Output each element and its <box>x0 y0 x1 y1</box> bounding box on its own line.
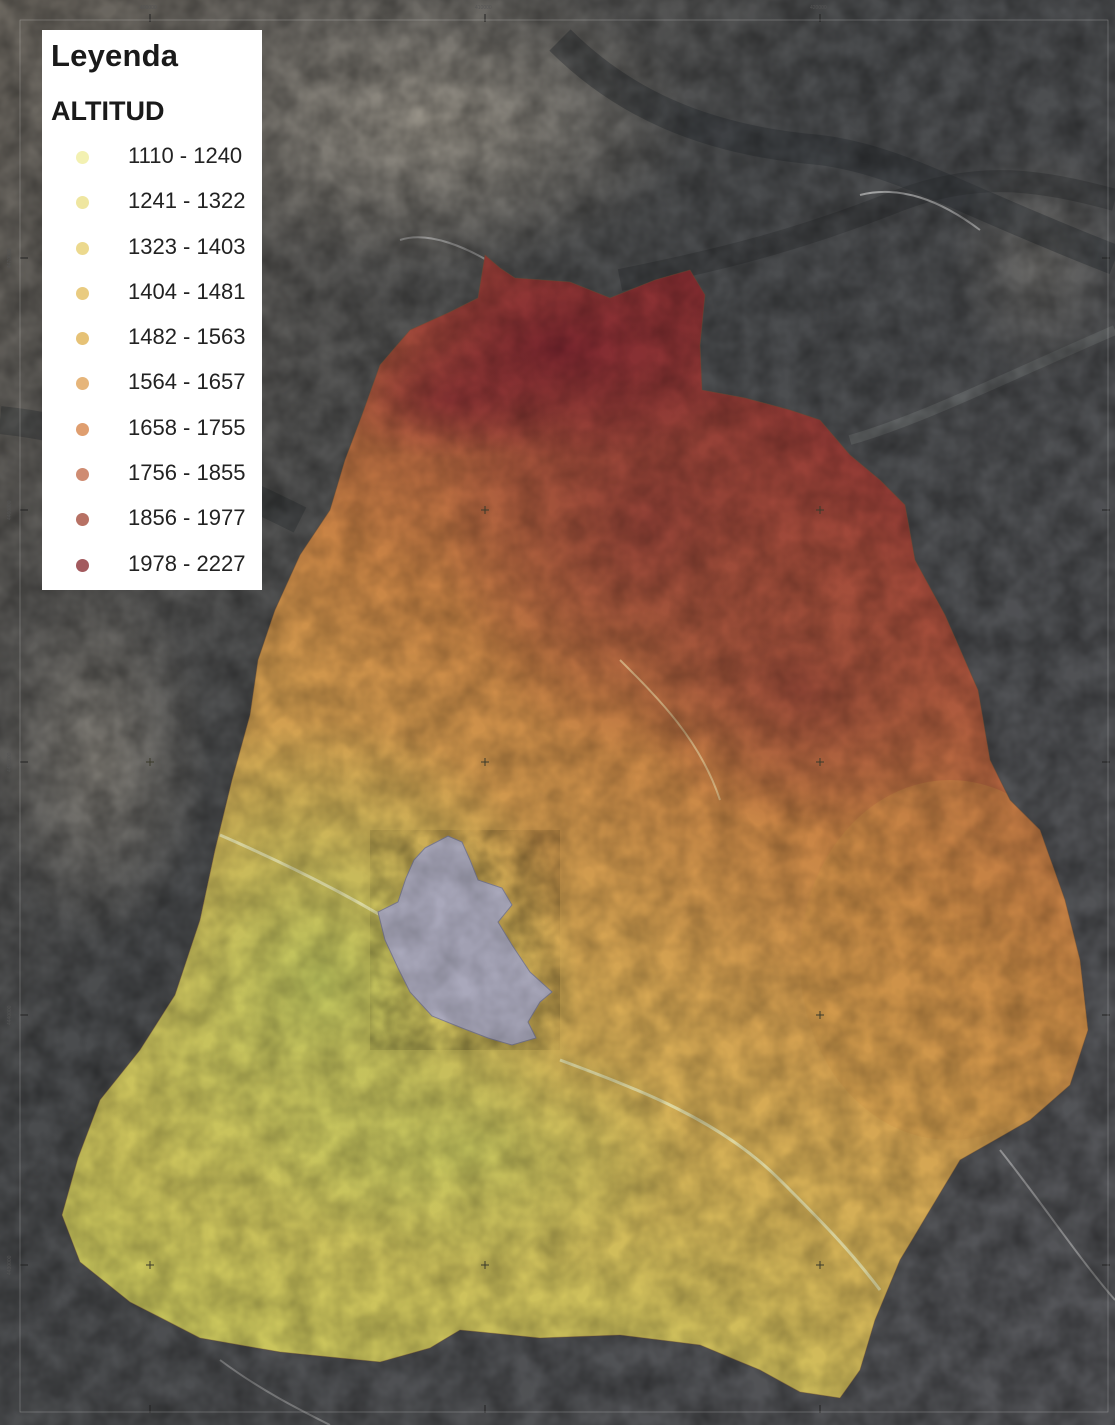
legend-item: 1323 - 1403 <box>42 229 262 274</box>
legend-range-label: 1856 - 1977 <box>128 505 246 531</box>
legend-range-label: 1564 - 1657 <box>128 369 246 395</box>
legend-swatch-icon <box>76 286 89 300</box>
town-texture <box>370 830 560 1050</box>
legend-item: 1564 - 1657 <box>42 364 262 409</box>
map-frame-ticks <box>20 14 1110 1413</box>
coord-top-2: 410000 <box>475 5 492 11</box>
legend-range-label: 1978 - 2227 <box>128 550 246 576</box>
legend-range-label: 1756 - 1855 <box>128 460 246 486</box>
coord-left-3: 4450000 <box>7 752 13 772</box>
legend-item: 1110 - 1240 <box>42 138 262 183</box>
legend-item: 1241 - 1322 <box>42 183 262 228</box>
legend-item: 1404 - 1481 <box>42 274 262 319</box>
legend-item: 1756 - 1855 <box>42 455 262 500</box>
coord-left-4: 4440000 <box>7 1005 13 1025</box>
grid-crosses <box>146 506 824 1269</box>
legend-range-label: 1658 - 1755 <box>128 414 246 440</box>
legend-item: 1978 - 2227 <box>42 546 262 591</box>
legend-item: 1856 - 1977 <box>42 500 262 545</box>
legend-swatch-icon <box>76 332 89 346</box>
legend-swatch-icon <box>76 151 89 164</box>
legend-swatch-icon <box>76 468 89 482</box>
legend-swatch-icon <box>76 558 89 572</box>
map-neatline <box>19 19 1109 1413</box>
legend-item: 1482 - 1563 <box>42 319 262 364</box>
legend-range-label: 1110 - 1240 <box>128 143 243 168</box>
legend-subtitle: ALTITUD <box>51 96 165 126</box>
legend-range-label: 1482 - 1563 <box>128 324 246 350</box>
coord-left-5: 4430000 <box>7 1255 13 1275</box>
coord-left-2: 4460000 <box>7 500 13 520</box>
legend-swatch-icon <box>76 241 89 255</box>
legend-swatch-icon <box>76 422 89 436</box>
legend-class-list: 1110 - 1240 1241 - 1322 1323 - 1403 1404 - … <box>42 138 262 591</box>
legend-range-label: 1323 - 1403 <box>128 233 246 259</box>
legend-panel: Leyenda ALTITUD 1110 - 1240 1241 - 1322 13… <box>42 30 262 590</box>
legend-item: 1658 - 1755 <box>42 410 262 455</box>
legend-swatch-icon <box>76 513 89 527</box>
legend-swatch-icon <box>76 196 89 210</box>
coordinate-labels: 400000 410000 420000 4470000 4460000 445… <box>7 5 827 1275</box>
basin-boundary <box>61 254 1089 1399</box>
legend-swatch-icon <box>76 377 89 391</box>
legend-title: Leyenda <box>51 38 179 73</box>
coord-top-1: 400000 <box>140 5 157 11</box>
coord-left-1: 4470000 <box>7 248 13 268</box>
legend-range-label: 1241 - 1322 <box>128 188 246 214</box>
coord-top-3: 420000 <box>810 5 827 11</box>
legend-range-label: 1404 - 1481 <box>128 278 246 304</box>
